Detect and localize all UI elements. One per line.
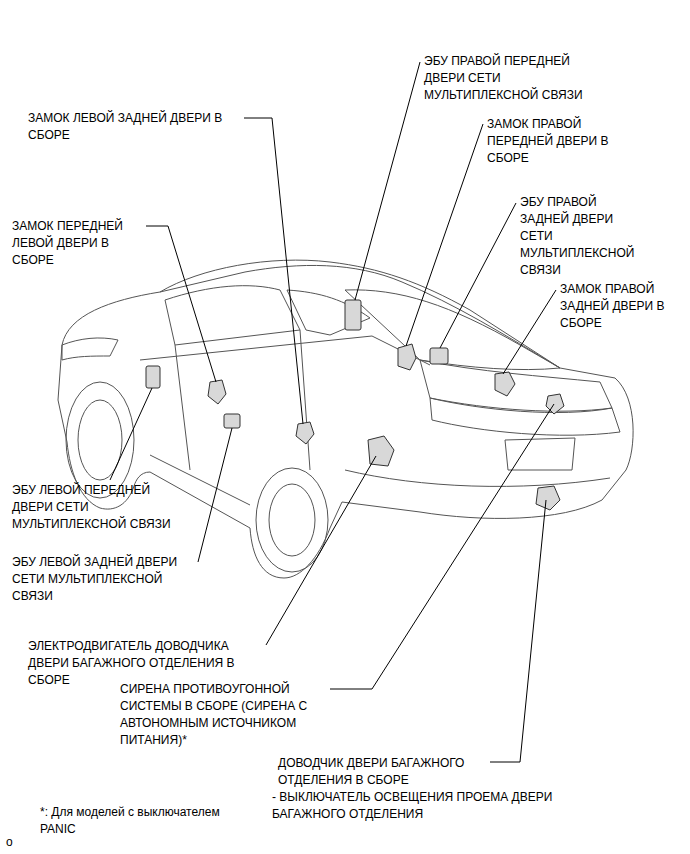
rear-rim (269, 484, 315, 556)
leader-line (110, 388, 152, 480)
part-label: ЭБУ ПРАВОЙ ПЕРЕДНЕЙ ДВЕРИ СЕТИ МУЛЬТИПЛЕ… (424, 53, 602, 104)
leader-line (146, 226, 216, 382)
part-label: ЭБУ ПРАВОЙ ЗАДНЕЙ ДВЕРИ СЕТИ МУЛЬТИПЛЕКС… (520, 194, 646, 279)
leader-line (490, 500, 546, 762)
lock-part (495, 372, 515, 396)
rear-bumper (345, 470, 610, 486)
footnote: *: Для моделей с выключателем PANIC (40, 804, 245, 838)
front-wheel (66, 382, 134, 498)
part-label: ЭЛЕКТРОДВИГАТЕЛЬ ДОВОДЧИКА ДВЕРИ БАГАЖНО… (28, 638, 264, 689)
leader-line (503, 290, 556, 374)
side-window (165, 286, 300, 345)
part-label: ЗАМОК ПРАВОЙ ПЕРЕДНЕЙ ДВЕРИ В СБОРЕ (487, 116, 624, 167)
closer-part (536, 486, 560, 510)
part-label: ЗАМОК ПЕРЕДНЕЙ ЛЕВОЙ ДВЕРИ В СБОРЕ (12, 218, 144, 269)
sill-line (150, 455, 250, 505)
part-label: ЭБУ ЛЕВОЙ ЗАДНЕЙ ДВЕРИ СЕТИ МУЛЬТИПЛЕКСН… (12, 554, 194, 605)
part-label: ЭБУ ЛЕВОЙ ПЕРЕДНЕЙ ДВЕРИ СЕТИ МУЛЬТИПЛЕК… (12, 482, 190, 533)
lock-part (296, 422, 314, 444)
part-label: ДОВОДЧИК ДВЕРИ БАГАЖНОГО ОТДЕЛЕНИЯ В СБО… (278, 755, 490, 789)
ecu-part (430, 348, 448, 364)
car-body (58, 265, 633, 578)
tail-lamp (430, 398, 620, 435)
rear-side-window (287, 290, 370, 335)
ecu-part (224, 414, 240, 428)
front-headlamp (62, 338, 118, 360)
leader-line (198, 428, 232, 562)
leader-line (244, 118, 303, 424)
figure-mark: o (6, 834, 26, 851)
rear-window (345, 290, 560, 370)
part-label: - ВЫКЛЮЧАТЕЛЬ ОСВЕЩЕНИЯ ПРОЕМА ДВЕРИ БАГ… (272, 789, 577, 823)
leader-line (440, 203, 516, 348)
leader-line (330, 404, 554, 689)
trunk-lid (420, 360, 612, 411)
siren-part (546, 394, 564, 414)
lock-part (398, 344, 416, 370)
part-label: ЗАМОК ПРАВОЙ ЗАДНЕЙ ДВЕРИ В СБОРЕ (560, 281, 680, 332)
door-line (175, 345, 190, 470)
part-label: ЗАМОК ЛЕВОЙ ЗАДНЕЙ ДВЕРИ В СБОРЕ (28, 110, 240, 144)
ecu-part (146, 366, 160, 388)
door-line (300, 330, 310, 470)
belt-line (140, 336, 430, 365)
leader-line (266, 456, 376, 645)
leader-line (355, 62, 420, 300)
motor-part (368, 436, 394, 466)
leader-line (406, 124, 483, 346)
lock-part (208, 380, 226, 404)
part-label: СИРЕНА ПРОТИВОУГОННОЙ СИСТЕМЫ В СБОРЕ (С… (120, 681, 325, 749)
ecu-part (345, 300, 361, 330)
